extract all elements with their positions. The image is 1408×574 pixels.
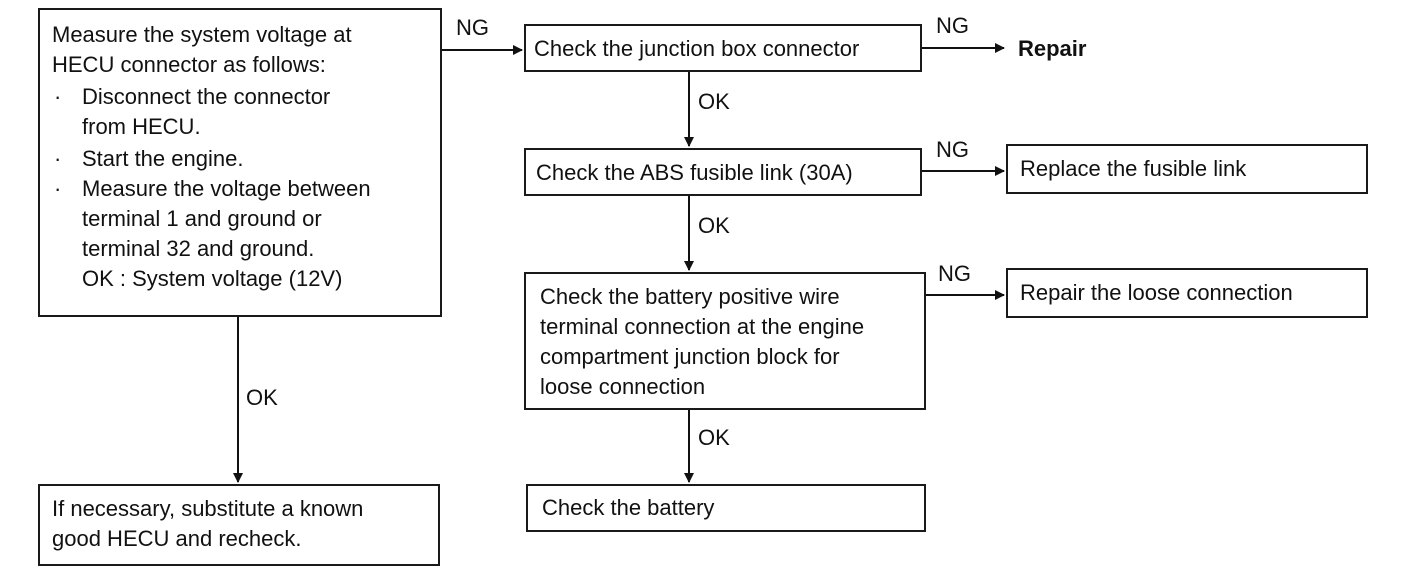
bullet-1: · xyxy=(54,84,62,109)
substitute-hecu-box: If necessary, substitute a known good HE… xyxy=(38,484,440,566)
ng-label-loose: NG xyxy=(938,261,971,286)
junction-box-text: Check the junction box connector xyxy=(534,36,860,61)
repair-text: Repair xyxy=(1018,36,1087,61)
bullet-2: · xyxy=(54,146,62,171)
battery-wire-line-4: loose connection xyxy=(540,374,706,399)
ok-label-battery-wire: OK xyxy=(698,213,730,238)
substitute-line-1: If necessary, substitute a known xyxy=(52,496,364,521)
replace-fusible-text: Replace the fusible link xyxy=(1020,156,1247,181)
battery-wire-line-3: compartment junction block for xyxy=(540,344,840,369)
battery-wire-line-1: Check the battery positive wire xyxy=(540,284,840,309)
replace-fusible-link-box: Replace the fusible link xyxy=(1006,144,1368,194)
fusible-link-text: Check the ABS fusible link (30A) xyxy=(536,160,853,185)
ng-label-junction: NG xyxy=(456,15,489,40)
step-2-line-1: Start the engine. xyxy=(82,146,244,171)
ok-label-battery: OK xyxy=(698,425,730,450)
step-1-line-2: from HECU. xyxy=(82,114,201,139)
ng-label-replace: NG xyxy=(936,137,969,162)
step-3-line-2: terminal 1 and ground or xyxy=(82,206,322,231)
battery-wire-check: Check the battery positive wire terminal… xyxy=(524,272,926,410)
check-battery-text: Check the battery xyxy=(542,495,715,520)
battery-wire-line-2: terminal connection at the engine xyxy=(540,314,865,339)
step-1-line-1: Disconnect the connector xyxy=(82,84,331,109)
ok-note: OK : System voltage (12V) xyxy=(82,266,343,291)
intro-line-2: HECU connector as follows: xyxy=(52,52,326,77)
repair-loose-connection-box: Repair the loose connection xyxy=(1006,268,1368,318)
ng-label-repair: NG xyxy=(936,13,969,38)
measure-voltage-box: Measure the system voltage at HECU conne… xyxy=(38,8,442,317)
step-3-line-1: Measure the voltage between xyxy=(82,176,371,201)
step-3-line-3: terminal 32 and ground. xyxy=(82,236,315,261)
loose-connection-text: Repair the loose connection xyxy=(1020,280,1293,305)
junction-box-check: Check the junction box connector xyxy=(524,24,922,72)
ok-label-fusible: OK xyxy=(698,89,730,114)
bullet-3: · xyxy=(54,176,62,201)
fusible-link-check: Check the ABS fusible link (30A) xyxy=(524,148,922,196)
ok-label-substitute: OK xyxy=(246,385,278,410)
substitute-line-2: good HECU and recheck. xyxy=(52,526,302,551)
intro-line-1: Measure the system voltage at xyxy=(52,22,352,47)
check-battery-box: Check the battery xyxy=(526,484,926,532)
